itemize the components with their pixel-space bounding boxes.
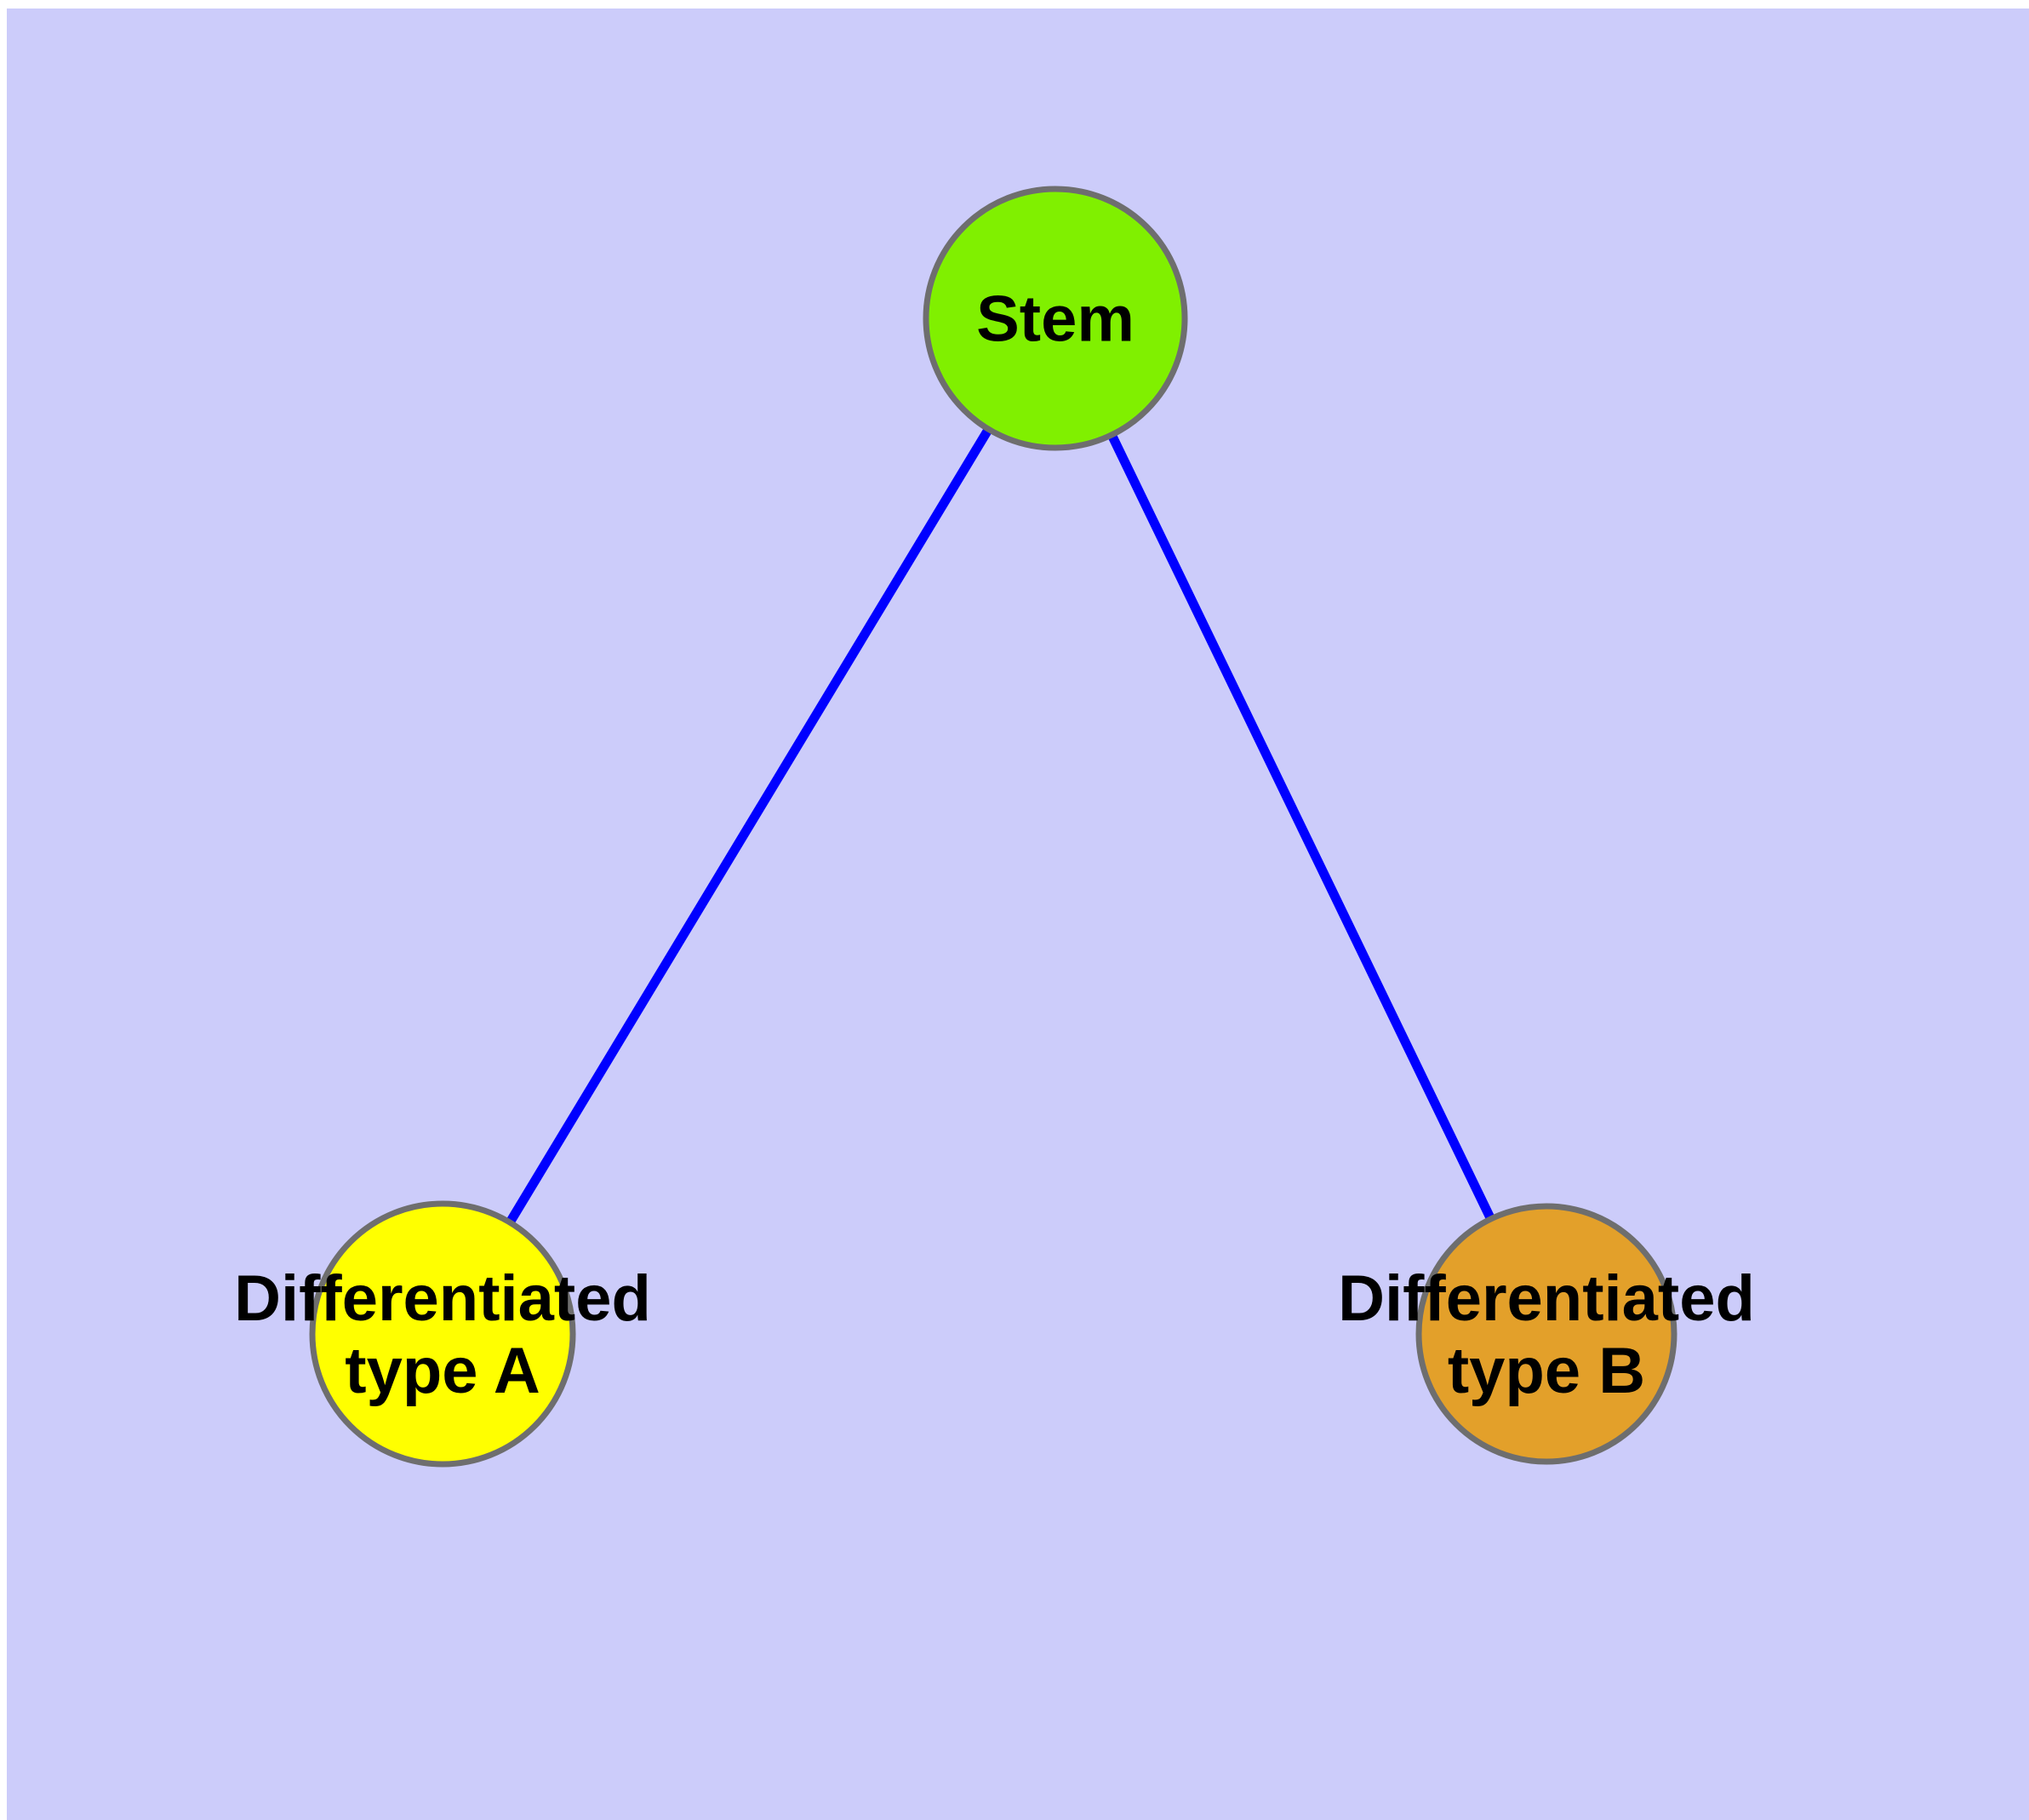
edge-layer [438, 316, 1551, 1336]
node-label-differentiated-type-a-line2: type A [345, 1335, 540, 1407]
node-circle-differentiated-type-b[interactable] [1415, 1203, 1677, 1465]
node-stem[interactable]: Stem [923, 186, 1188, 451]
node-circle-stem[interactable] [923, 186, 1188, 451]
edge-stem-to-differentiated-type-a [438, 316, 1060, 1336]
node-differentiated-type-a[interactable]: Differentiated type A [234, 1200, 651, 1468]
node-label-stem: Stem [976, 283, 1135, 356]
edge-stem-to-differentiated-type-b [1051, 316, 1551, 1336]
node-differentiated-type-b[interactable]: Differentiated type B [1338, 1203, 1755, 1465]
node-circle-differentiated-type-a[interactable] [309, 1200, 576, 1468]
node-label-differentiated-type-b-line2: type B [1448, 1335, 1645, 1407]
node-label-differentiated-type-a-line1: Differentiated [234, 1262, 651, 1335]
node-label-differentiated-type-b-line1: Differentiated [1338, 1262, 1755, 1335]
node-layer: Stem Differentiated type A Differentiate… [234, 186, 1755, 1468]
